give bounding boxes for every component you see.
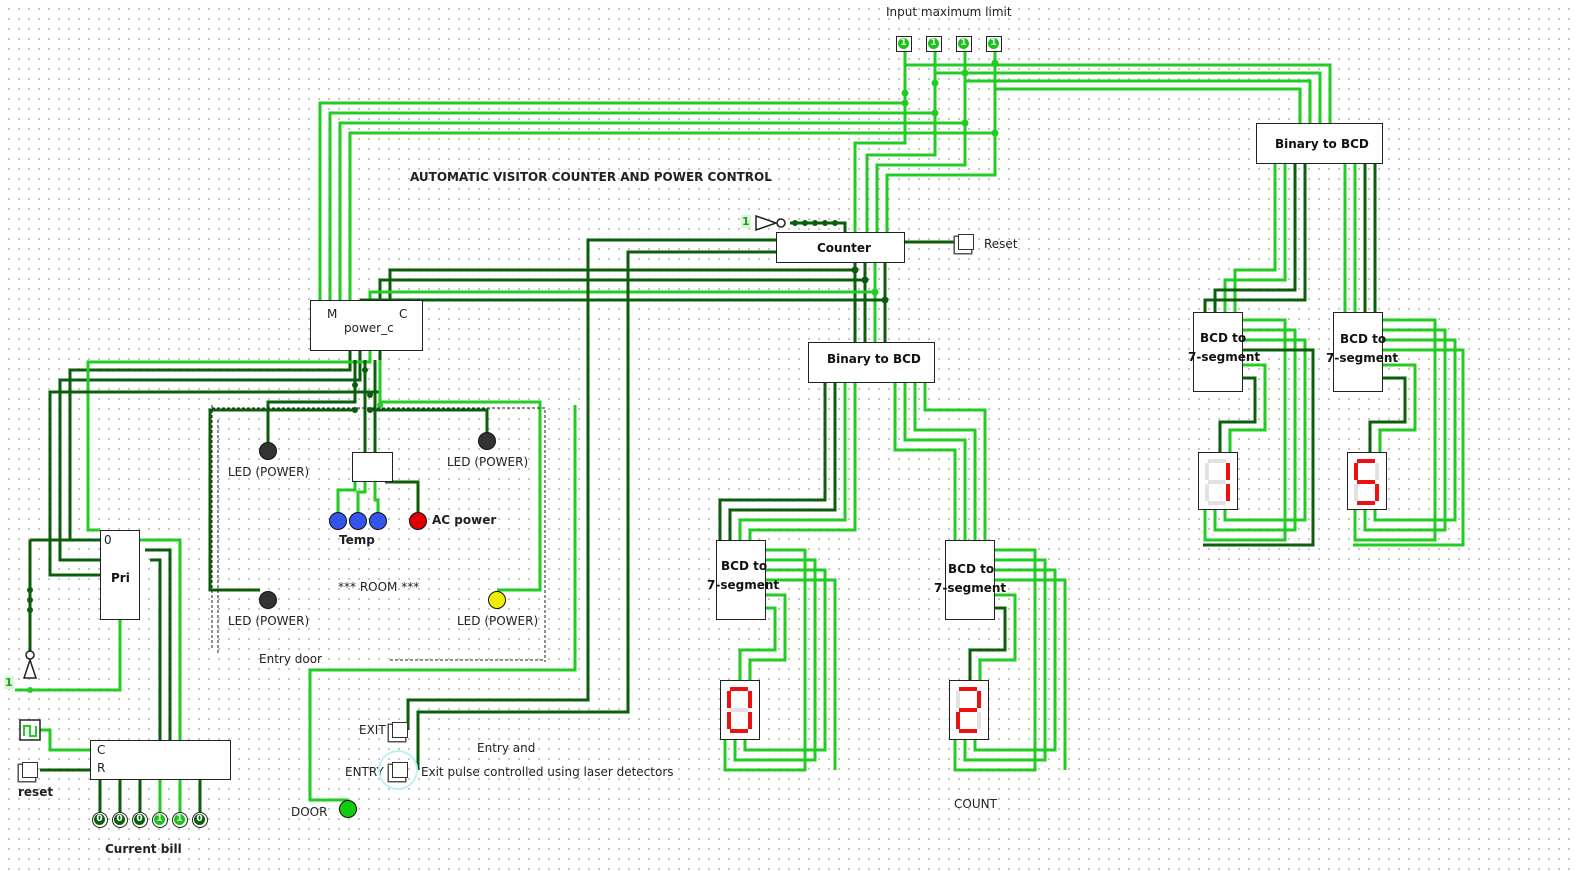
entry-focus-ring (378, 750, 418, 790)
bill-bit-5: 0 (92, 812, 108, 828)
limit-bit-2-pin[interactable]: 1 (926, 36, 942, 52)
constant-one-left: 1 (4, 676, 14, 689)
temp-label: Temp (339, 533, 375, 547)
entry-exit-note-2: Exit pulse controlled using laser detect… (421, 765, 674, 779)
bill-bit-3: 0 (132, 812, 148, 828)
seven-seg-limit-tens (1198, 452, 1238, 510)
entry-label: ENTRY (345, 765, 384, 779)
power-pin-m: M (327, 307, 338, 321)
seven-seg-count-tens (720, 680, 760, 740)
digit-5-graphic (1354, 459, 1379, 505)
counter-label: Counter (817, 241, 871, 255)
bill-bit-0: 0 (192, 812, 208, 828)
bcd-7seg-label-2a: BCD to (1340, 332, 1387, 346)
temp-splitter-block[interactable] (352, 452, 393, 482)
binary-to-bcd-count-label: Binary to BCD (827, 352, 921, 366)
exit-button[interactable] (392, 722, 408, 738)
digit-1-graphic (1205, 459, 1230, 505)
limit-bit-0: 1 (988, 38, 999, 49)
bill-bit-1-value: 1 (174, 814, 185, 825)
digit-0-graphic (727, 687, 752, 733)
seven-seg-limit-ones (1347, 452, 1387, 510)
limit-bit-3-pin[interactable]: 1 (896, 36, 912, 52)
binary-to-bcd-limit-label: Binary to BCD (1275, 137, 1369, 151)
led-power-2 (478, 432, 496, 450)
led-power-label-3: LED (POWER) (228, 614, 310, 628)
binary-to-bcd-limit[interactable]: Binary to BCD (1256, 123, 1383, 164)
led-power-label-1: LED (POWER) (228, 465, 310, 479)
bcd-7seg-label-3b: 7-segment (707, 578, 780, 592)
limit-bit-3: 1 (898, 38, 909, 49)
led-power-1 (259, 442, 277, 460)
page-title: AUTOMATIC VISITOR COUNTER AND POWER CONT… (410, 170, 772, 184)
bcd-to-7seg-limit-tens[interactable] (1193, 312, 1243, 392)
led-power-3 (259, 591, 277, 609)
limit-bit-2: 1 (928, 38, 939, 49)
counter-block[interactable]: Counter (776, 232, 905, 263)
bcd-7seg-label-1b: 7-segment (1188, 350, 1261, 364)
entry-door-label: Entry door (259, 652, 322, 666)
pri-label: Pri (111, 571, 130, 585)
bill-register-block[interactable]: C R (90, 740, 231, 780)
current-bill-label: Current bill (105, 842, 182, 856)
priority-block[interactable]: 0 Pri (100, 530, 140, 620)
bill-reset-button[interactable] (22, 762, 38, 778)
power-pin-c: C (399, 307, 408, 321)
bill-bit-1: 1 (172, 812, 188, 828)
limit-bit-0-pin[interactable]: 1 (986, 36, 1002, 52)
bcd-7seg-label-4a: BCD to (948, 562, 995, 576)
bill-pin-r: R (97, 761, 106, 775)
bill-bit-2-value: 1 (154, 814, 165, 825)
door-led (339, 800, 357, 818)
limit-bit-1: 1 (958, 38, 969, 49)
bill-pin-c: C (97, 743, 106, 757)
input-limit-label: Input maximum limit (886, 5, 1012, 19)
bill-bit-3-value: 0 (134, 814, 145, 825)
bcd-7seg-label-4b: 7-segment (934, 581, 1007, 595)
bcd-7seg-label-1a: BCD to (1200, 331, 1247, 345)
temp-led-1 (329, 512, 347, 530)
bcd-7seg-label-2b: 7-segment (1326, 351, 1399, 365)
bill-bit-4-value: 0 (114, 814, 125, 825)
count-label: COUNT (954, 797, 997, 811)
bill-reset-label: reset (18, 785, 54, 799)
bill-bit-5-value: 0 (94, 814, 105, 825)
seven-seg-count-ones (949, 680, 989, 740)
temp-led-2 (349, 512, 367, 530)
bcd-7seg-label-3a: BCD to (721, 559, 768, 573)
led-power-label-2: LED (POWER) (447, 455, 529, 469)
bcd-to-7seg-limit-ones[interactable] (1333, 312, 1383, 392)
pri-pin-0: 0 (104, 533, 112, 547)
temp-led-3 (369, 512, 387, 530)
bill-bit-4: 0 (112, 812, 128, 828)
power-control-block[interactable]: M C power_c (310, 300, 423, 351)
led-power-4 (488, 591, 506, 609)
room-label: *** ROOM *** (338, 580, 420, 594)
binary-to-bcd-count[interactable]: Binary to BCD (808, 342, 935, 383)
door-label: DOOR (291, 805, 328, 819)
bill-bit-0-value: 0 (194, 814, 205, 825)
ac-power-led (409, 512, 427, 530)
bill-bit-2: 1 (152, 812, 168, 828)
ac-power-label: AC power (432, 513, 497, 527)
exit-label: EXIT (359, 723, 386, 737)
bcd-to-7seg-count-ones[interactable] (945, 540, 995, 620)
limit-bit-1-pin[interactable]: 1 (956, 36, 972, 52)
power-control-label: power_c (344, 321, 394, 335)
led-power-label-4: LED (POWER) (457, 614, 539, 628)
entry-exit-note-1: Entry and (477, 741, 536, 755)
reset-label: Reset (984, 237, 1018, 251)
digit-2-graphic (956, 687, 981, 733)
reset-button[interactable] (958, 234, 974, 250)
bcd-to-7seg-count-tens[interactable] (716, 540, 766, 620)
constant-one: 1 (741, 215, 751, 228)
